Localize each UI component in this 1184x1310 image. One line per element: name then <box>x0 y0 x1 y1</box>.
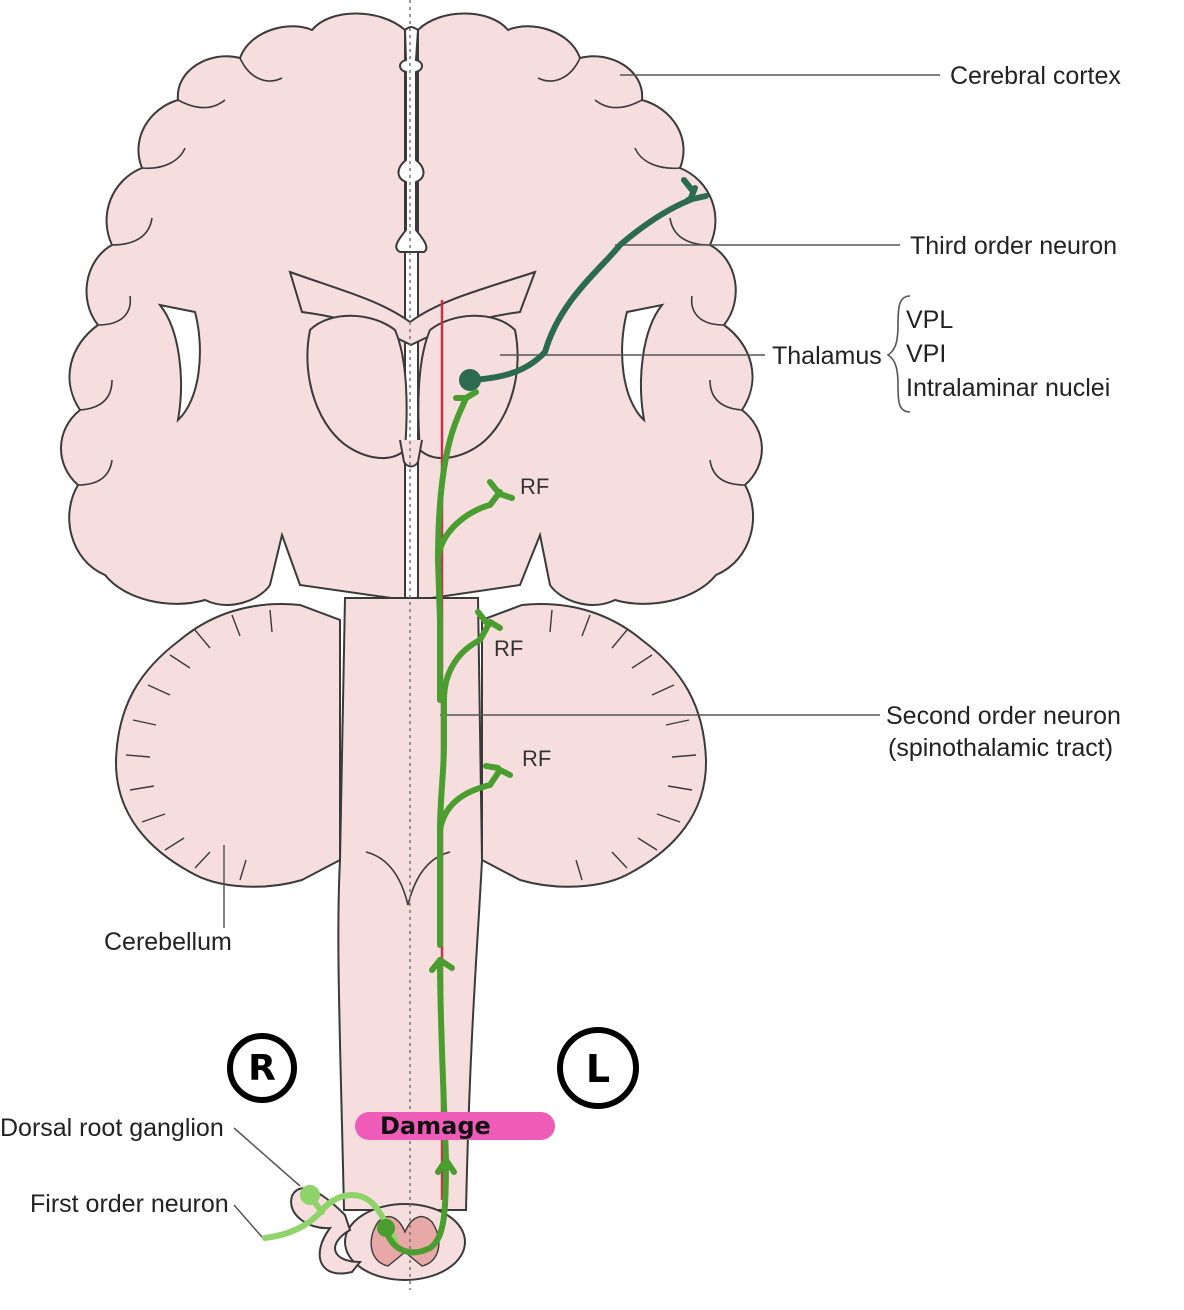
cerebellar-folia <box>125 609 697 881</box>
label-rf-2: RF <box>494 636 523 661</box>
cerebrum <box>60 12 763 606</box>
label-second-order-1: Second order neuron <box>886 702 1121 730</box>
label-vpi: VPI <box>906 340 946 368</box>
cerebellum <box>114 603 708 888</box>
third-order-neuron <box>459 177 709 391</box>
label-cerebral-cortex: Cerebral cortex <box>950 62 1121 90</box>
label-cerebellum: Cerebellum <box>104 928 232 956</box>
label-second-order-2: (spinothalamic tract) <box>888 734 1113 762</box>
label-vpl: VPL <box>906 306 953 334</box>
dorsal-root-ganglion <box>290 1187 363 1275</box>
label-rf-3: RF <box>522 746 551 771</box>
right-side-marker: R <box>227 1033 297 1103</box>
label-rf-1: RF <box>520 474 549 499</box>
left-letter: L <box>586 1047 610 1091</box>
label-thalamus: Thalamus <box>772 342 882 370</box>
damage-marker: Damage <box>355 1112 555 1140</box>
right-letter: R <box>248 1048 276 1089</box>
label-third-order-neuron: Third order neuron <box>910 232 1117 260</box>
label-dorsal-root-ganglion: Dorsal root ganglion <box>0 1114 224 1142</box>
lateral-fissures <box>157 303 665 423</box>
second-order-neuron <box>429 389 515 1163</box>
label-first-order-neuron: First order neuron <box>30 1190 229 1218</box>
thalamus-brace <box>886 295 911 413</box>
label-intralaminar: Intralaminar nuclei <box>906 374 1110 402</box>
left-side-marker: L <box>557 1027 639 1109</box>
decussating-fiber <box>377 1157 457 1256</box>
longitudinal-fissure <box>395 26 428 253</box>
damage-label: Damage <box>380 1112 491 1140</box>
gyral-folds <box>77 57 746 486</box>
